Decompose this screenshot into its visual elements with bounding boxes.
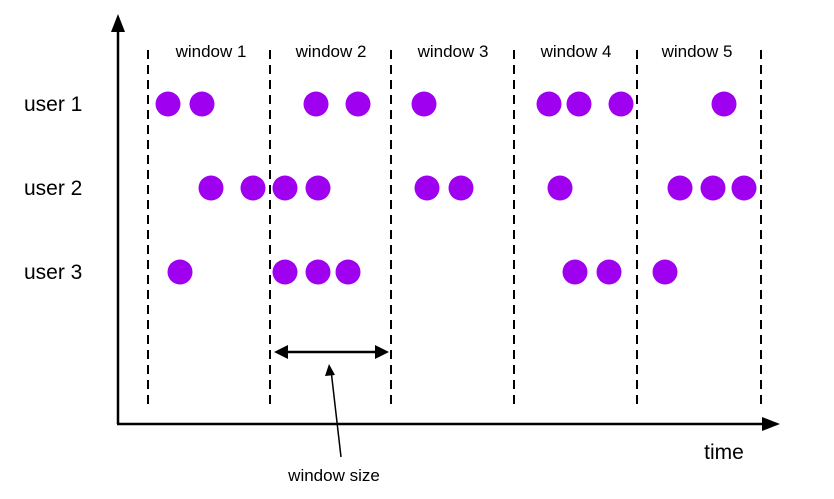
window-label: window 1 <box>175 42 247 61</box>
annotation-pointer-head <box>325 364 335 376</box>
event-dot <box>608 91 634 117</box>
window-label: window 3 <box>417 42 489 61</box>
x-axis-arrowhead <box>762 417 780 431</box>
event-dot <box>711 91 737 117</box>
event-dot <box>305 175 331 201</box>
event-dot <box>414 175 440 201</box>
event-dot <box>303 91 329 117</box>
user-label: user 3 <box>24 261 82 284</box>
event-dot <box>189 91 215 117</box>
event-dot <box>155 91 181 117</box>
window-label: window 4 <box>540 42 612 61</box>
user-label: user 1 <box>24 93 82 116</box>
event-dot <box>566 91 592 117</box>
event-dot <box>272 259 298 285</box>
event-dot <box>335 259 361 285</box>
event-dot <box>272 175 298 201</box>
user-label: user 2 <box>24 177 82 200</box>
event-dot <box>198 175 224 201</box>
y-axis-arrowhead <box>111 14 125 32</box>
event-dot <box>667 175 693 201</box>
event-dot <box>596 259 622 285</box>
window-label: window 5 <box>661 42 733 61</box>
event-dot <box>536 91 562 117</box>
time-axis-label: time <box>704 441 744 464</box>
event-dot <box>652 259 678 285</box>
event-dot <box>411 91 437 117</box>
event-dots <box>155 91 757 285</box>
event-dot <box>448 175 474 201</box>
window-size-label: window size <box>287 466 380 485</box>
event-dot <box>700 175 726 201</box>
window-label: window 2 <box>295 42 367 61</box>
window-size-arrowhead-right <box>375 345 389 359</box>
event-dot <box>345 91 371 117</box>
event-dot <box>167 259 193 285</box>
event-dot <box>240 175 266 201</box>
window-size-arrowhead-left <box>274 345 288 359</box>
annotation-pointer <box>330 369 342 458</box>
event-dot <box>562 259 588 285</box>
event-dot <box>305 259 331 285</box>
event-dot <box>731 175 757 201</box>
event-dot <box>547 175 573 201</box>
